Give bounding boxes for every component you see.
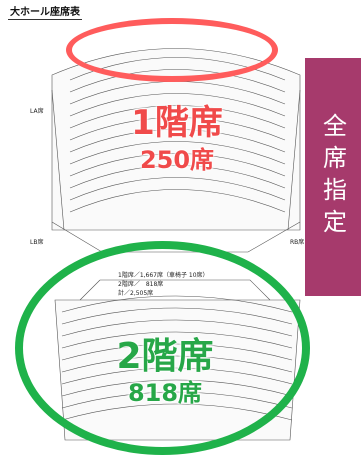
summary-line-3: 計／2,505席 [118, 290, 154, 297]
page-title: 大ホール座席表 [8, 3, 82, 20]
seat-summary: 1階席／1,667席（車椅子 10席） 2階席／ 818席 計／2,505席 [118, 271, 209, 298]
floor2-seat-count: 818席 [127, 379, 203, 407]
floor1-seat-count: 250席 [139, 146, 215, 174]
floor2-label: 2階席 [116, 336, 214, 377]
badge-text: 全席指定 [318, 113, 347, 241]
summary-line-1: 1階席／1,667席（車椅子 10席） [118, 272, 209, 279]
floor1-callout: 1階席 250席 [112, 106, 242, 172]
floor2-highlight-ring [15, 241, 310, 455]
floor1-highlight-ring [66, 18, 278, 82]
block-label-lb: LB席 [30, 239, 44, 246]
summary-line-2: 2階席／ 818席 [118, 281, 164, 288]
block-label-la: LA席 [30, 108, 44, 115]
block-label-rb: RB席 [290, 239, 305, 246]
reserved-seating-badge: 全席指定 [305, 58, 361, 296]
floor1-label: 1階席 [131, 103, 223, 143]
floor2-callout: 2階席 818席 [70, 336, 260, 407]
